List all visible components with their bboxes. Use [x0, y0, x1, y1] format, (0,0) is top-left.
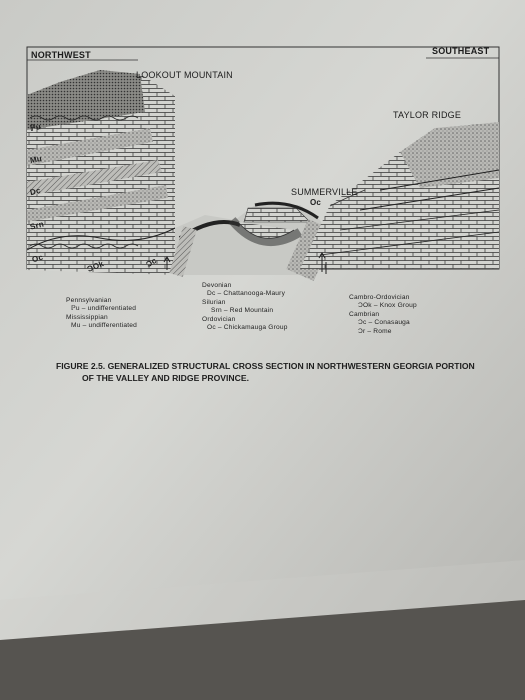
legend-column-pennsylvanian-mississippian: Pennsylvanian ℙu – undifferentiated Miss… — [66, 297, 137, 331]
label-summerville: SUMMERVILLE — [291, 187, 358, 197]
caption-line-1: FIGURE 2.5. GENERALIZED STRUCTURAL CROSS… — [56, 361, 475, 371]
legend-text: Mu – undifferentiated — [71, 322, 138, 330]
fault-arrows — [163, 252, 327, 274]
legend-text: Srn – Red Mountain — [211, 307, 274, 315]
unit-label-pu: ℙu — [29, 122, 42, 133]
legend-text: ℙu – undifferentiated — [71, 305, 137, 313]
figure-caption: FIGURE 2.5. GENERALIZED STRUCTURAL CROSS… — [56, 360, 496, 384]
taylor-ridge-section — [300, 122, 500, 269]
label-taylor-ridge: TAYLOR RIDGE — [393, 110, 462, 120]
legend-text: Ordovician — [202, 315, 236, 323]
unit-label-oc-top: Oc — [310, 198, 322, 207]
legend-column-cambro-ordovician: Cambro-Ordovician ƆOk – Knox Group Cambr… — [349, 294, 417, 336]
legend-text: Silurian — [202, 298, 226, 306]
direction-southeast: SOUTHEAST — [432, 46, 490, 56]
legend-text: Pennsylvanian — [66, 297, 112, 304]
caption-line-2: OF THE VALLEY AND RIDGE PROVINCE. — [82, 373, 249, 383]
legend-text: Mississippian — [66, 313, 108, 321]
legend-text: Oc – Chickamauga Group — [207, 323, 288, 331]
lookout-mountain-section — [26, 70, 176, 275]
legend-column-devonian-ordovician: Devonian Dc – Chattanooga-Maury Silurian… — [202, 282, 288, 332]
legend-text: Cambro-Ordovician — [349, 294, 410, 301]
legend-text: Ɔr – Rome — [358, 327, 392, 335]
legend-text: Dc – Chattanooga-Maury — [207, 290, 286, 298]
legend-text: Devonian — [202, 282, 232, 289]
legend-text: Ɔc – Conasauga — [358, 319, 410, 327]
legend-text: Cambrian — [349, 310, 380, 318]
direction-northwest: NORTHWEST — [31, 50, 91, 60]
label-lookout-mountain: LOOKOUT MOUNTAIN — [136, 70, 233, 80]
legend-text: ƆOk – Knox Group — [358, 302, 417, 310]
